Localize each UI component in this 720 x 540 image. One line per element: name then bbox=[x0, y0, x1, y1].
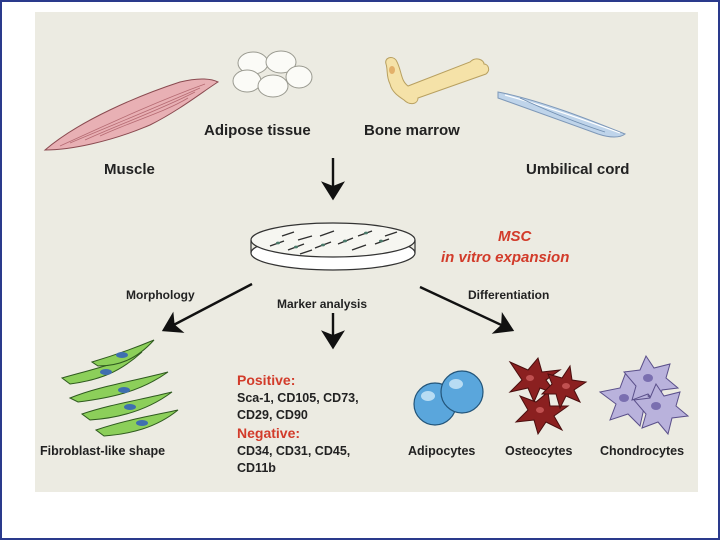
label-in-vitro-expansion: in vitro expansion bbox=[441, 249, 570, 266]
label-umbilical-cord: Umbilical cord bbox=[526, 161, 630, 178]
umbilical-cord-illustration bbox=[497, 91, 626, 138]
label-msc: MSC bbox=[498, 228, 532, 245]
label-positive: Positive: bbox=[237, 372, 296, 388]
label-bone-marrow: Bone marrow bbox=[364, 122, 460, 139]
negative-markers-line1: CD34, CD31, CD45, bbox=[237, 444, 351, 458]
label-negative: Negative: bbox=[237, 425, 301, 441]
positive-markers-line2: CD29, CD90 bbox=[237, 408, 308, 422]
label-chondrocytes: Chondrocytes bbox=[600, 444, 685, 458]
label-adipocytes: Adipocytes bbox=[408, 444, 476, 458]
adipocytes-illustration bbox=[413, 370, 484, 426]
petri-dish-illustration bbox=[250, 222, 416, 271]
bone-illustration bbox=[385, 56, 490, 105]
positive-markers-line1: Sca-1, CD105, CD73, bbox=[237, 391, 359, 405]
fibroblast-illustration bbox=[60, 339, 179, 437]
label-muscle: Muscle bbox=[104, 161, 155, 178]
muscle-illustration bbox=[43, 78, 220, 151]
label-fibroblast-like-shape: Fibroblast-like shape bbox=[40, 444, 166, 458]
negative-markers-line2: CD11b bbox=[237, 461, 276, 475]
label-differentiation: Differentiation bbox=[468, 288, 550, 302]
label-morphology: Morphology bbox=[126, 288, 195, 302]
label-marker-analysis: Marker analysis bbox=[277, 297, 368, 311]
chondrocytes-illustration bbox=[598, 354, 690, 436]
adipose-illustration bbox=[232, 50, 313, 98]
label-adipose-tissue: Adipose tissue bbox=[204, 122, 311, 139]
osteocytes-illustration bbox=[508, 356, 588, 436]
label-osteocytes: Osteocytes bbox=[505, 444, 573, 458]
